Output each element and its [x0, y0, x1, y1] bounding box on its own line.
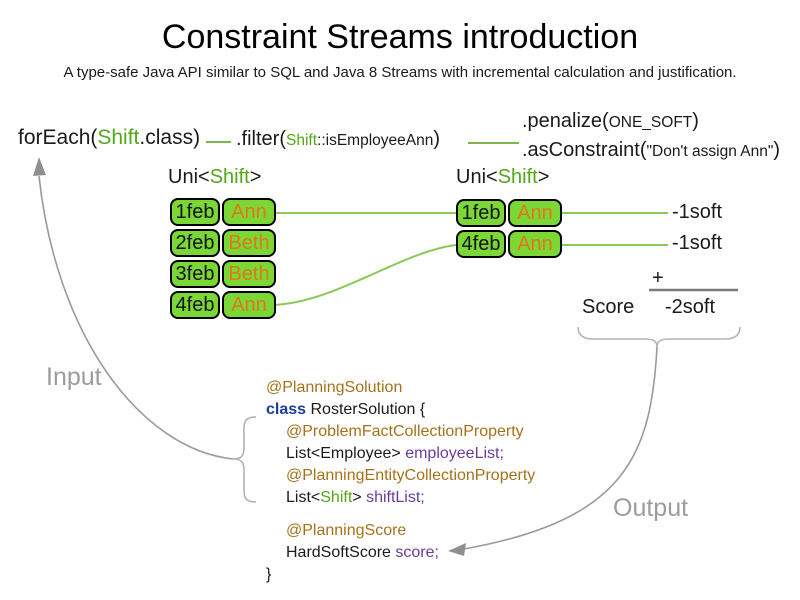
employee-cell: Ann: [222, 291, 276, 319]
annotation-problem-fact: @ProblemFactCollectionProperty: [286, 423, 524, 440]
code-blank-line: [266, 509, 535, 520]
code-line: List<Shift> shiftList;: [266, 487, 535, 509]
page-subtitle: A type-safe Java API similar to SQL and …: [63, 64, 737, 81]
code-line: HardSoftScore score;: [266, 542, 535, 564]
filter-expression: .filter(Shift::isEmployeeAnn): [236, 128, 440, 151]
date-cell: 4feb: [170, 291, 220, 319]
penalize-post: ): [692, 110, 699, 132]
employee-cell: Beth: [222, 260, 276, 288]
date-cell: 3feb: [170, 260, 220, 288]
date-cell: 2feb: [170, 229, 220, 257]
type-name: Shift: [497, 166, 538, 188]
filter-type: Shift: [286, 132, 318, 149]
date-cell: 1feb: [456, 199, 506, 227]
type-name: Shift: [209, 166, 250, 188]
stream-curve-4feb: [272, 244, 457, 306]
table-row: 1feb Ann: [170, 198, 276, 226]
left-stream-type-label: Uni<Shift>: [168, 166, 261, 189]
employee-cell: Ann: [222, 198, 276, 226]
asconstraint-pre: .asConstraint(: [522, 139, 647, 161]
input-arrowhead-icon: [33, 157, 46, 176]
field-type: List<: [286, 489, 321, 506]
field-name: score;: [395, 544, 439, 561]
penalize-expression: .penalize(ONE_SOFT): [522, 110, 699, 133]
closing-brace: }: [266, 566, 272, 583]
filter-method: ::isEmployeeAnn: [317, 132, 434, 149]
penalty-value: -1soft: [672, 201, 723, 223]
table-row: 3feb Beth: [170, 260, 276, 288]
type-pre: Uni<: [168, 166, 210, 188]
field-name: employeeList;: [405, 445, 504, 462]
type-post: >: [537, 166, 550, 188]
field-type: >: [352, 489, 367, 506]
class-keyword: class: [266, 401, 311, 418]
annotation-planning-entity: @PlanningEntityCollectionProperty: [286, 467, 536, 484]
penalty-value: -1soft: [672, 232, 723, 254]
table-row: 1feb Ann: [456, 199, 562, 227]
class-declaration: RosterSolution {: [310, 401, 426, 418]
penalize-arg: ONE_SOFT: [608, 114, 693, 131]
field-type: HardSoftScore: [286, 544, 396, 561]
table-row: 4feb Ann: [170, 291, 276, 319]
filter-pre: .filter(: [236, 128, 286, 150]
code-line: }: [266, 564, 535, 586]
foreach-type: Shift: [97, 126, 140, 149]
field-type: List<Employee>: [286, 445, 406, 462]
date-cell: 1feb: [170, 198, 220, 226]
code-block: @PlanningSolution class RosterSolution {…: [266, 377, 535, 586]
input-flow-label: Input: [46, 363, 102, 391]
code-line: List<Employee> employeeList;: [266, 443, 535, 465]
filter-post: ): [433, 128, 440, 150]
asconstraint-arg: "Don't assign Ann": [646, 143, 774, 160]
page-title: Constraint Streams introduction: [161, 18, 639, 56]
annotation-planning-score: @PlanningScore: [286, 522, 407, 539]
type-post: >: [249, 166, 262, 188]
code-line: @PlanningScore: [266, 520, 535, 542]
score-underbrace: [577, 326, 741, 348]
filtered-stream-table: 1feb Ann 4feb Ann: [456, 199, 562, 261]
field-name: shiftList;: [366, 489, 425, 506]
employee-cell: Ann: [508, 230, 562, 258]
foreach-post: .class): [139, 126, 201, 149]
foreach-expression: forEach(Shift.class): [18, 126, 200, 150]
code-brace: [232, 416, 257, 503]
code-line: @PlanningEntityCollectionProperty: [266, 465, 535, 487]
employee-cell: Beth: [222, 229, 276, 257]
date-cell: 4feb: [456, 230, 506, 258]
score-value: -2soft: [665, 296, 716, 318]
table-row: 4feb Ann: [456, 230, 562, 258]
code-line: @PlanningSolution: [266, 377, 535, 399]
asconstraint-post: ): [773, 139, 781, 161]
employee-cell: Ann: [508, 199, 562, 227]
asconstraint-expression: .asConstraint("Don't assign Ann"): [522, 139, 780, 162]
foreach-pre: forEach(: [18, 126, 98, 149]
sum-plus-sign: +: [652, 267, 664, 289]
code-line: @ProblemFactCollectionProperty: [266, 421, 535, 443]
input-stream-table: 1feb Ann 2feb Beth 3feb Beth 4feb Ann: [170, 198, 276, 322]
annotation-planning-solution: @PlanningSolution: [266, 379, 403, 396]
score-label: Score: [582, 296, 635, 318]
table-row: 2feb Beth: [170, 229, 276, 257]
code-line: class RosterSolution {: [266, 399, 535, 421]
right-stream-type-label: Uni<Shift>: [456, 166, 549, 189]
output-flow-label: Output: [613, 494, 689, 522]
penalize-pre: .penalize(: [522, 110, 609, 132]
type-pre: Uni<: [456, 166, 498, 188]
shift-type: Shift: [320, 489, 353, 506]
